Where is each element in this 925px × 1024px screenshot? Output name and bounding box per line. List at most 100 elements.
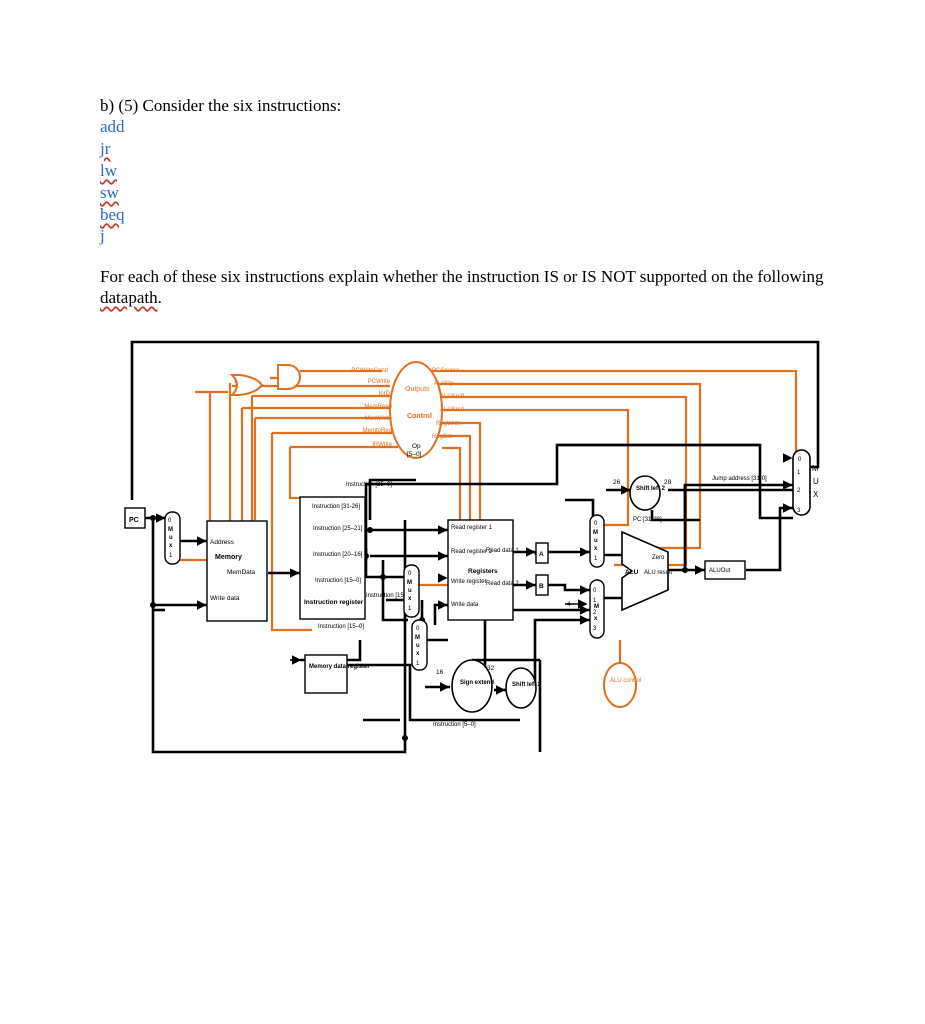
- alu-result-label: ALU result: [644, 570, 672, 576]
- control-signal-wires: [172, 369, 798, 706]
- svg-text:u: u: [416, 643, 420, 649]
- svg-text:1: 1: [797, 470, 801, 476]
- read-register-2-label: Read register 2: [451, 549, 493, 555]
- paragraph-datapath-word: datapath: [100, 288, 158, 307]
- instruction-register-label: Instruction register: [304, 599, 364, 606]
- svg-text:0: 0: [408, 571, 412, 577]
- register-b: [535, 574, 549, 596]
- shift-left-2-lower: [505, 667, 537, 709]
- ctrl-memread: MemRead: [364, 404, 392, 410]
- svg-text:1: 1: [416, 661, 420, 667]
- svg-text:x: x: [408, 596, 412, 602]
- paragraph-text: For each of these six instructions expla…: [100, 267, 824, 286]
- instr-15-0-b-label: Instruction [15–0]: [318, 624, 364, 630]
- svg-text:M: M: [168, 527, 173, 533]
- svg-text:x: x: [416, 651, 420, 657]
- svg-text:M: M: [812, 464, 819, 473]
- bits-28-label: 28: [664, 479, 672, 486]
- regdst-mux: 0 M u x 1: [403, 564, 420, 618]
- ctrl-pcwritecond: PCWriteCond: [351, 368, 388, 374]
- svg-text:2: 2: [593, 610, 597, 616]
- memtoreg-mux: 0 M u x 1: [411, 619, 428, 671]
- and-gate: [277, 364, 301, 390]
- ctrl-memtoreg: MemtoReg: [363, 428, 392, 434]
- memory-address-label: Address: [210, 539, 235, 546]
- instr-25-0-label: Instruction [25–0]: [346, 482, 392, 488]
- instr-5-0-label: Instruction [5–0]: [433, 722, 476, 728]
- alusrcb-mux: 0 1 M 2 x 3: [589, 579, 605, 639]
- svg-text:1: 1: [593, 598, 597, 604]
- instruction-lw: lw: [100, 161, 117, 180]
- ctrl-aluop: ALUOp: [434, 381, 454, 387]
- write-register-label: Write register: [451, 579, 487, 585]
- sign-extend-unit: [451, 659, 493, 713]
- control-outputs-label: Outputs: [405, 386, 430, 393]
- svg-text:x: x: [169, 543, 173, 549]
- instr-20-16-label: Instruction [20–16]: [313, 552, 363, 558]
- svg-text:0: 0: [594, 521, 598, 527]
- instruction-beq: beq: [100, 205, 125, 224]
- svg-text:2: 2: [797, 488, 801, 494]
- memdata-label: MemData: [227, 569, 256, 576]
- alu-control: [603, 662, 637, 708]
- bits-32-label: 32: [487, 665, 495, 672]
- aluout-register: [704, 560, 746, 580]
- pc-mux: 0 M u x 1: [164, 511, 181, 565]
- svg-text:x: x: [594, 546, 598, 552]
- alu-control-label: ALU control: [610, 678, 641, 684]
- ctrl-alusrca: ALUSrcA: [440, 407, 465, 413]
- svg-text:1: 1: [594, 556, 598, 562]
- alu: [621, 530, 669, 612]
- read-data-1-label: Read data 1: [486, 548, 519, 554]
- jump-address-label: Jump address [31-0]: [712, 476, 767, 482]
- ctrl-irwrite: IRWrite: [372, 442, 392, 448]
- svg-text:1: 1: [169, 553, 173, 559]
- svg-text:0: 0: [798, 457, 802, 463]
- pc-register: [124, 507, 146, 529]
- svg-text:1: 1: [408, 606, 412, 612]
- control-op-field: [5–0]: [407, 451, 422, 458]
- pcsource-mux: 0 1 2 3 M U X: [792, 449, 819, 516]
- memory-unit: [206, 520, 268, 622]
- memory-label: Memory: [215, 554, 242, 561]
- or-gate: [229, 374, 264, 396]
- svg-text:u: u: [408, 588, 412, 594]
- question-title: b) (5) Consider the six instructions:: [100, 96, 342, 115]
- alu-zero-label: Zero: [652, 555, 665, 561]
- read-register-1-label: Read register 1: [451, 525, 493, 531]
- control-unit: [389, 361, 443, 459]
- ctrl-alusrcb: ALUSrcB: [440, 394, 465, 400]
- ctrl-pcsource: PCSource: [432, 368, 460, 374]
- ctrl-iord: IorD: [379, 391, 391, 397]
- pc-label: PC: [129, 517, 139, 524]
- shift-left-2-upper-label: Shift left 2: [636, 486, 666, 492]
- pc-31-28-label: PC [31-28]: [633, 517, 662, 523]
- instr-15-0-label: Instruction [15–0]: [315, 578, 361, 584]
- svg-text:u: u: [594, 538, 598, 544]
- memory-write-data-label: Write data: [210, 595, 240, 602]
- svg-text:3: 3: [593, 626, 597, 632]
- svg-text:M: M: [407, 580, 412, 586]
- instruction-sw: sw: [100, 183, 119, 202]
- shift-left-2-upper: [629, 475, 661, 511]
- instructions-paragraph: For each of these six instructions expla…: [100, 266, 840, 308]
- svg-text:0: 0: [168, 518, 172, 524]
- instruction-jr: jr: [100, 139, 111, 158]
- svg-text:0: 0: [416, 626, 420, 632]
- constant-4-label: 4: [567, 601, 571, 608]
- shift-left-2-lower-label: Shift left 2: [512, 682, 542, 688]
- register-file: [447, 519, 514, 621]
- instr-25-21-label: Instruction [25–21]: [313, 526, 363, 532]
- svg-text:3: 3: [797, 508, 801, 514]
- ctrl-regdst: RegDst: [432, 434, 452, 440]
- alu-label: ALU: [625, 569, 639, 576]
- svg-text:X: X: [813, 490, 819, 499]
- instr-31-26-label: Instruction [31-26]: [312, 504, 360, 510]
- control-label: Control: [407, 413, 432, 420]
- memory-data-register: [304, 654, 348, 694]
- ctrl-memwrite: MemWrite: [365, 416, 393, 422]
- mdr-label: Memory data register: [309, 664, 370, 670]
- svg-text:M: M: [415, 635, 420, 641]
- svg-text:M: M: [593, 530, 598, 536]
- ctrl-pcwrite: PCWrite: [368, 379, 391, 385]
